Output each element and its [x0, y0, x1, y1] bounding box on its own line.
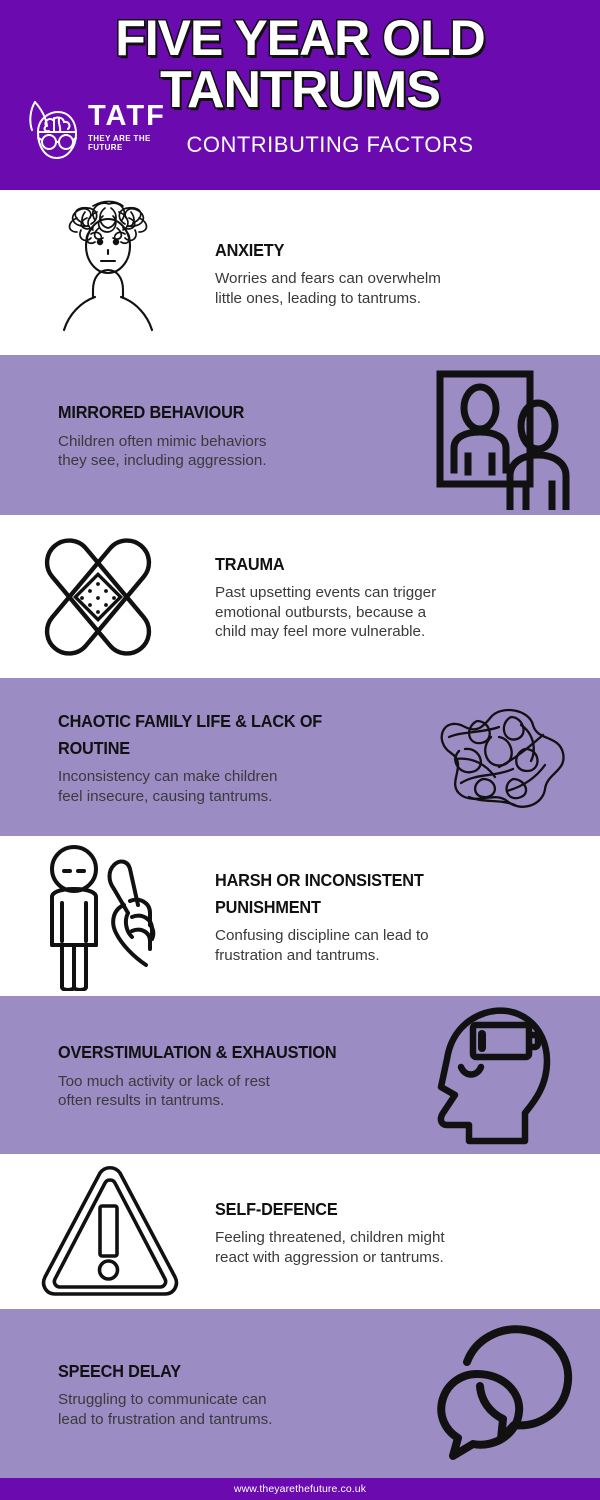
factor-heading: SPEECH DELAY	[58, 1360, 181, 1381]
factor-section-trauma: TRAUMA Past upsetting events can trigger…	[0, 515, 600, 678]
head-with-brain-and-glasses-logo-icon	[24, 96, 86, 168]
factor-heading: ANXIETY	[215, 239, 285, 260]
tangled-scribble-icon	[400, 687, 600, 827]
factor-section-self-defence: SELF-DEFENCE Feeling threatened, childre…	[0, 1154, 600, 1309]
logo-word: TATF	[88, 100, 166, 132]
factor-section-anxiety: ANXIETY Worries and fears can overwhelm …	[0, 190, 600, 355]
factor-section-mirrored-behaviour: MIRRORED BEHAVIOUR Children often mimic …	[0, 355, 600, 515]
pointing-finger-at-child-icon	[0, 841, 215, 991]
factor-heading: TRAUMA	[215, 554, 285, 575]
factor-text-overstimulation: OVERSTIMULATION & EXHAUSTION Too much ac…	[0, 1039, 400, 1110]
factor-text-speech-delay: SPEECH DELAY Struggling to communicate c…	[0, 1358, 400, 1429]
factor-section-overstimulation: OVERSTIMULATION & EXHAUSTION Too much ac…	[0, 996, 600, 1154]
head-with-low-battery-icon	[400, 1001, 600, 1149]
factor-heading: MIRRORED BEHAVIOUR	[58, 402, 245, 423]
factor-heading: CHAOTIC FAMILY LIFE & LACK OF ROUTINE	[58, 710, 323, 759]
factor-text-chaotic-family-life: CHAOTIC FAMILY LIFE & LACK OF ROUTINE In…	[0, 708, 400, 806]
factor-body: Past upsetting events can trigger emotio…	[215, 584, 437, 641]
factor-text-trauma: TRAUMA Past upsetting events can trigger…	[215, 551, 600, 641]
title-line-2: TANTRUMS	[159, 61, 443, 119]
page-title: FIVE YEAR OLD TANTRUMS	[0, 10, 600, 119]
factor-section-harsh-punishment: HARSH OR INCONSISTENT PUNISHMENT Confusi…	[0, 836, 600, 996]
logo-wordmark: TATF THEY ARE THE FUTURE	[88, 102, 184, 151]
factor-heading: SELF-DEFENCE	[215, 1198, 338, 1219]
person-in-mirror-icon	[400, 360, 600, 510]
header-banner: FIVE YEAR OLD TANTRUMS CONTRIBUTING FACT…	[0, 0, 600, 190]
factor-text-harsh-punishment: HARSH OR INCONSISTENT PUNISHMENT Confusi…	[215, 867, 600, 965]
footer-bar: www.theyarethefuture.co.uk	[0, 1478, 600, 1500]
factor-body: Inconsistency can make children feel ins…	[58, 768, 278, 805]
factor-text-mirrored-behaviour: MIRRORED BEHAVIOUR Children often mimic …	[0, 399, 400, 470]
title-line-1: FIVE YEAR OLD	[114, 10, 487, 66]
factor-body: Children often mimic behaviors they see,…	[58, 432, 267, 470]
logo-tagline: THEY ARE THE FUTURE	[88, 133, 151, 152]
factor-body: Confusing discipline can lead to frustra…	[215, 927, 429, 964]
speech-bubbles-icon	[400, 1316, 600, 1471]
anxious-child-scribble-head-icon	[0, 198, 215, 348]
crossed-bandages-icon	[0, 522, 215, 672]
warning-triangle-icon	[0, 1159, 215, 1304]
page-subtitle: CONTRIBUTING FACTORS	[186, 132, 474, 157]
factor-text-self-defence: SELF-DEFENCE Feeling threatened, childre…	[215, 1196, 600, 1267]
factor-heading: OVERSTIMULATION & EXHAUSTION	[58, 1042, 337, 1063]
factor-section-chaotic-family-life: CHAOTIC FAMILY LIFE & LACK OF ROUTINE In…	[0, 678, 600, 836]
factor-body: Too much activity or lack of rest often …	[58, 1072, 270, 1110]
factor-section-speech-delay: SPEECH DELAY Struggling to communicate c…	[0, 1309, 600, 1478]
factor-text-anxiety: ANXIETY Worries and fears can overwhelm …	[215, 237, 600, 308]
factor-body: Feeling threatened, children might react…	[215, 1229, 445, 1266]
factor-heading: HARSH OR INCONSISTENT PUNISHMENT	[215, 869, 424, 918]
brand-logo[interactable]: TATF THEY ARE THE FUTURE	[24, 96, 184, 168]
factor-body: Worries and fears can overwhelm little o…	[215, 270, 441, 307]
footer-website-url[interactable]: www.theyarethefuture.co.uk	[233, 1483, 367, 1495]
factor-body: Struggling to communicate can lead to fr…	[58, 1391, 273, 1428]
